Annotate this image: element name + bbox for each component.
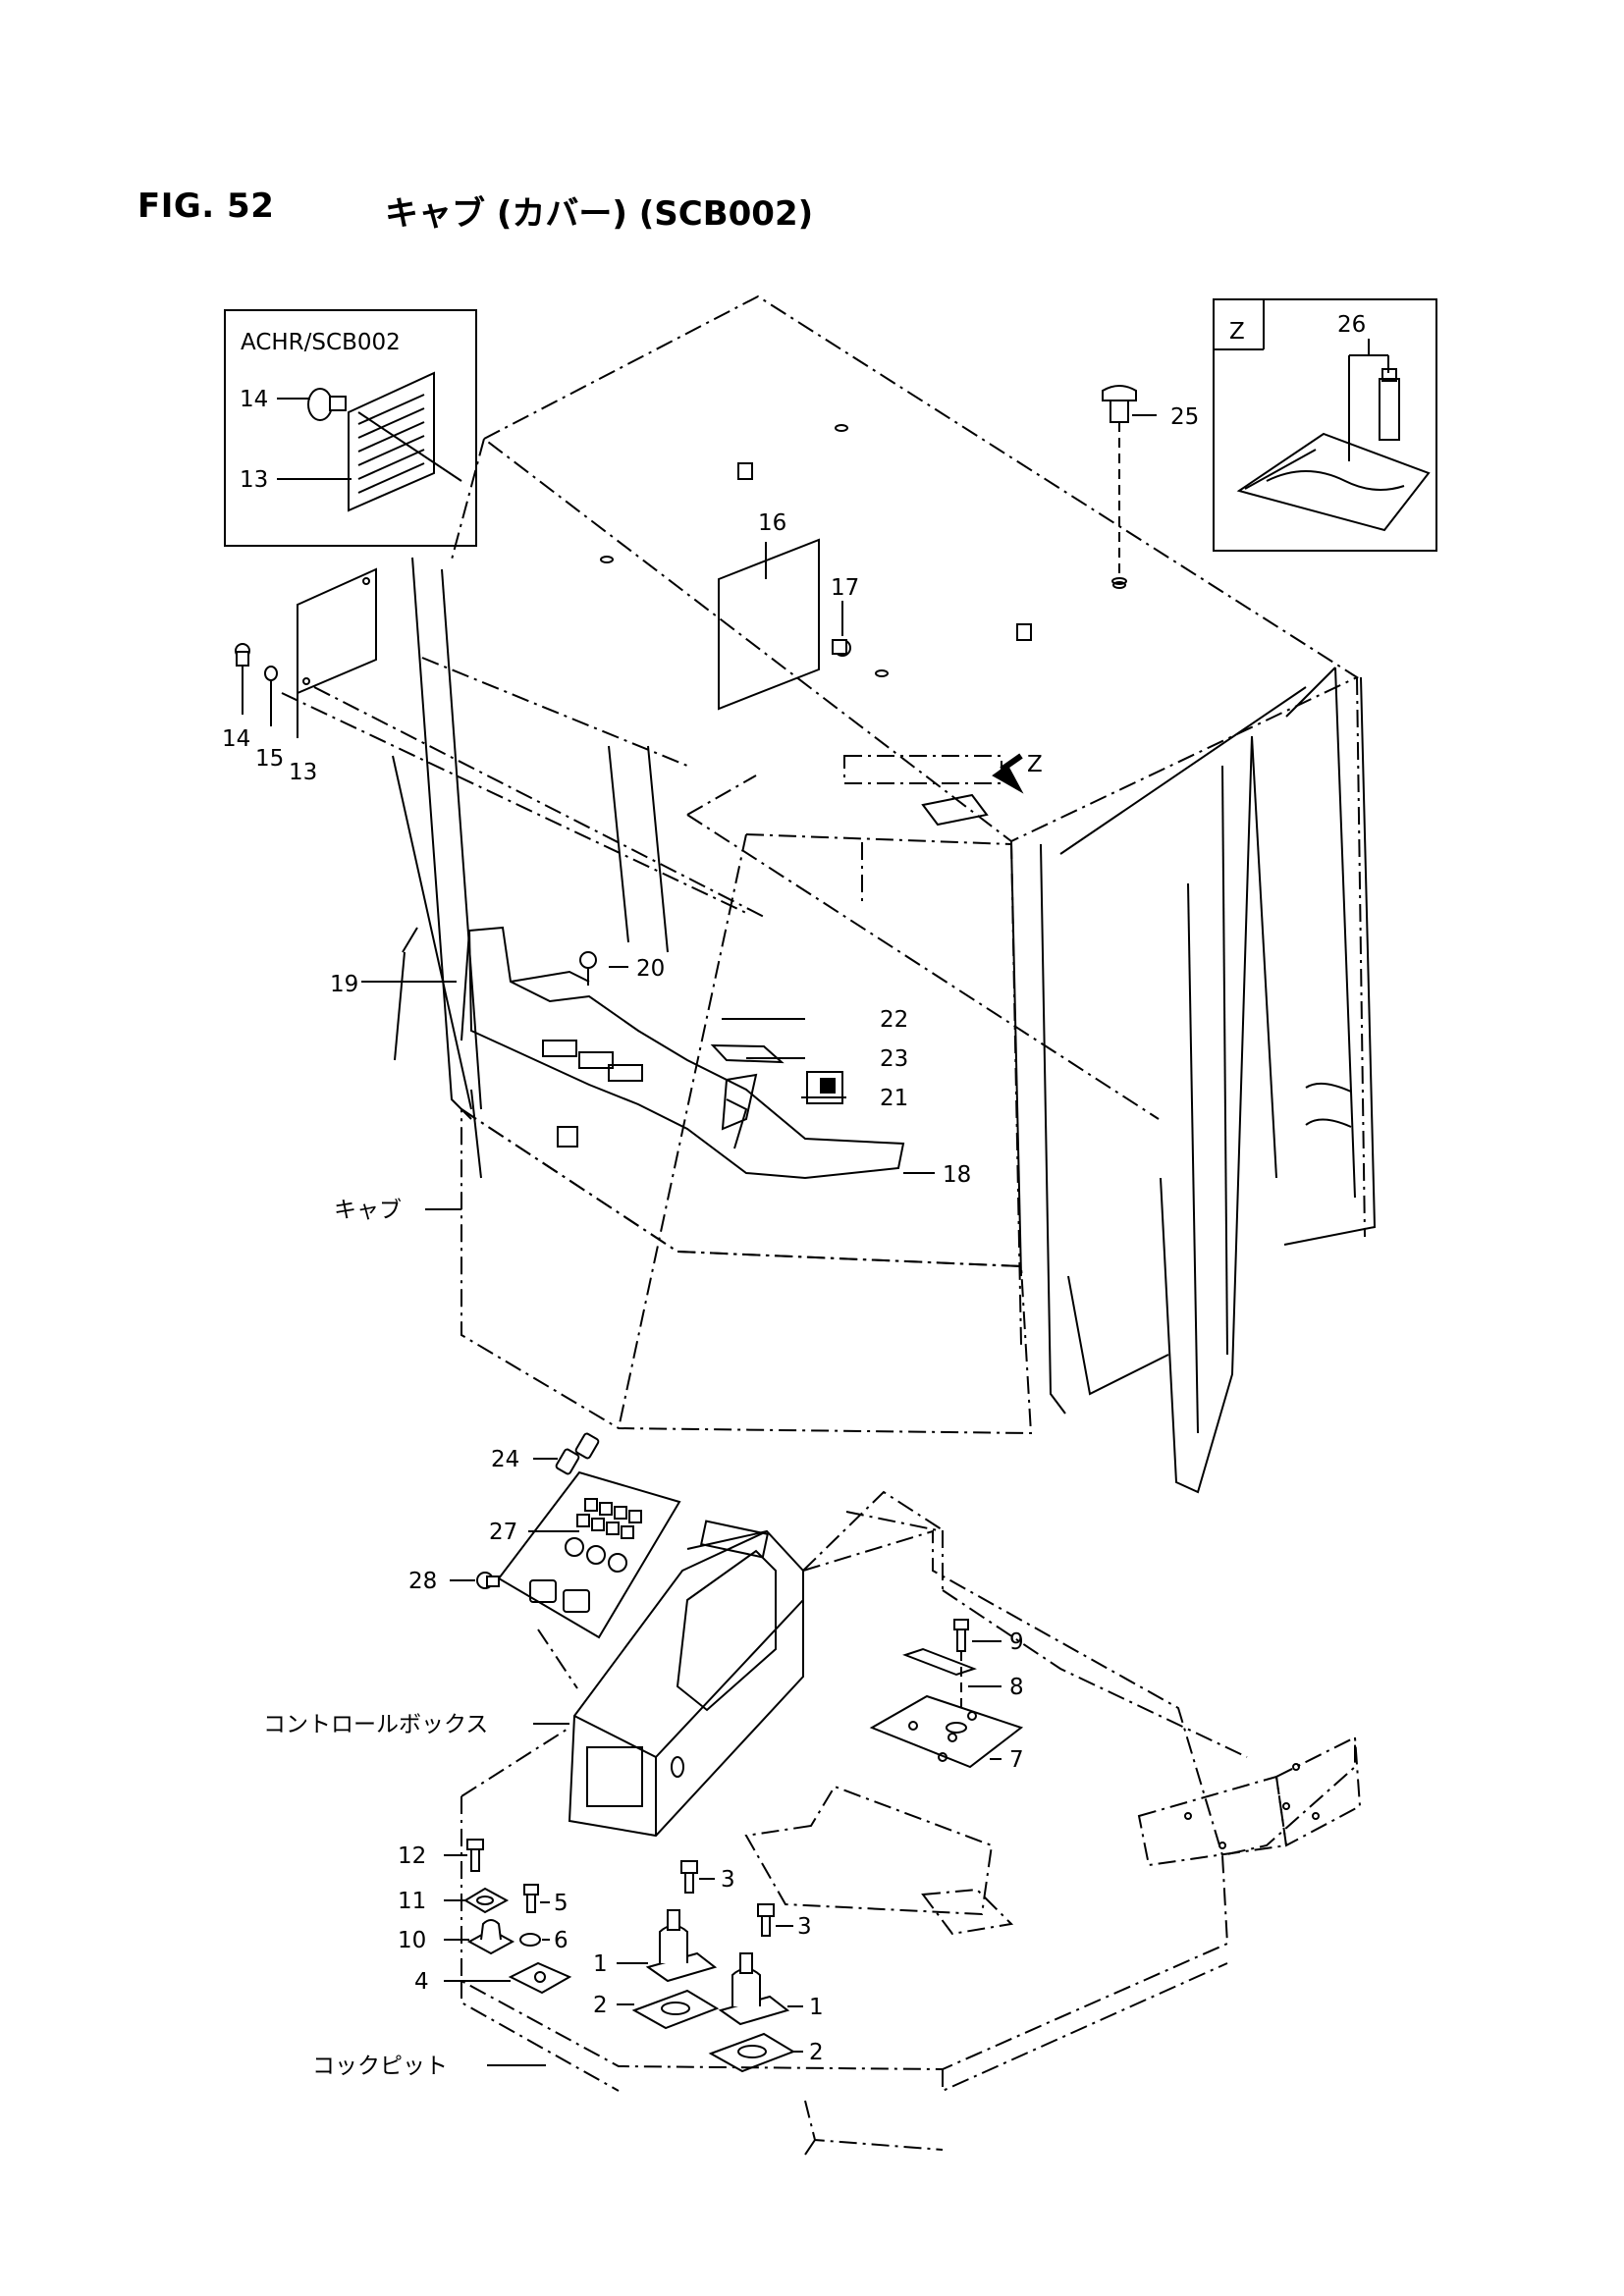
callout-13: 13 (289, 760, 317, 785)
cockpit-holes (1184, 1763, 1320, 1849)
callout-13-inset: 13 (240, 467, 268, 493)
dashboard-panel (460, 926, 905, 1180)
knob-icon (307, 388, 347, 421)
callout-26: 26 (1337, 312, 1366, 338)
washer-15-icon (264, 666, 278, 681)
joystick-1a-icon (645, 1909, 718, 1983)
callout-4: 4 (414, 1969, 429, 1995)
gasket-2a-icon (631, 1989, 720, 2030)
switch-panel-27 (497, 1470, 681, 1689)
assembly-label-cab: キャブ (334, 1198, 402, 1223)
callout-5: 5 (554, 1891, 568, 1916)
side-cover-plate (297, 567, 377, 695)
bolt-12-icon (466, 1839, 484, 1872)
bolt-14-icon (235, 643, 250, 667)
inset-z-box (1213, 298, 1437, 552)
callout-6: 6 (554, 1928, 568, 1953)
bolt-3b-icon (757, 1903, 775, 1937)
callout-8: 8 (1009, 1675, 1024, 1700)
switch-21-icon (806, 1071, 843, 1104)
pouch-icon (1236, 432, 1431, 532)
gasket-2b-icon (708, 2032, 796, 2073)
callout-24: 24 (491, 1447, 519, 1472)
figure-title: キャブ (カバー) (SCB002) (385, 194, 814, 234)
callout-3a: 3 (721, 1867, 735, 1893)
callout-27: 27 (489, 1520, 517, 1545)
leader-lines (361, 414, 1157, 2066)
callout-11: 11 (398, 1889, 426, 1914)
callout-14-inset: 14 (240, 387, 268, 412)
cab-frame (392, 557, 1377, 1494)
callout-25: 25 (1170, 404, 1199, 430)
inset-z-label: Z (1229, 319, 1245, 345)
callout-21: 21 (880, 1086, 908, 1111)
view-z-arrow-icon (992, 753, 1024, 794)
assembly-label-control-box: コントロールボックス (263, 1712, 488, 1737)
callout-2a: 2 (593, 1993, 608, 2018)
callout-23: 23 (880, 1046, 908, 1072)
joystick-1b-icon (718, 1952, 790, 2026)
flashlight-icon (1379, 368, 1400, 441)
roof-cover-plate (718, 538, 820, 711)
switch-23-icon (721, 1073, 758, 1131)
bolt-9-icon (953, 1619, 969, 1708)
screw-17-icon (832, 639, 851, 657)
cockpit-floor (460, 1490, 1362, 2156)
cab-lower-shell (313, 657, 1160, 1435)
callout-2b: 2 (809, 2040, 824, 2065)
callout-17: 17 (831, 575, 859, 601)
plate-11-icon (463, 1887, 510, 1914)
callout-3b: 3 (797, 1914, 812, 1940)
cab-roof (451, 294, 1366, 1346)
washer-6-icon (519, 1933, 541, 1947)
callout-18: 18 (943, 1162, 971, 1188)
shim-8-icon (902, 1647, 977, 1677)
mount-plate-7 (869, 1694, 1024, 1769)
view-z-label: Z (1027, 752, 1043, 777)
cab-light-icon (843, 755, 1002, 827)
callout-7: 7 (1009, 1747, 1024, 1773)
switch-22-icon (710, 1043, 785, 1064)
toggle-24-icon (555, 1432, 600, 1475)
control-box (568, 1520, 804, 1838)
callout-9: 9 (1009, 1629, 1024, 1655)
roof-details (600, 424, 1126, 677)
callout-1b: 1 (809, 1995, 824, 2020)
bolt-3a-icon (680, 1860, 698, 1894)
screw-20-icon (579, 951, 597, 986)
callout-16: 16 (758, 510, 786, 536)
inset-achr-label: ACHR/SCB002 (241, 330, 401, 355)
vent-grille-icon (348, 371, 462, 512)
callout-20: 20 (636, 956, 665, 982)
assembly-label-cockpit: コックピット (312, 2054, 448, 2079)
callout-15: 15 (255, 746, 284, 772)
callout-19: 19 (330, 972, 358, 997)
pin-25-icon (1102, 385, 1137, 585)
callout-12: 12 (398, 1843, 426, 1869)
inset-achr-box (224, 309, 477, 547)
callout-1a: 1 (593, 1951, 608, 1977)
boot-10-icon (466, 1919, 515, 1955)
callout-14: 14 (222, 726, 250, 752)
screw-28-icon (476, 1572, 500, 1589)
plate-4-icon (508, 1961, 572, 1995)
callout-28: 28 (408, 1569, 437, 1594)
callout-10: 10 (398, 1928, 426, 1953)
figure-number: FIG. 52 (137, 187, 275, 226)
bolt-5-icon (523, 1884, 539, 1913)
callout-22: 22 (880, 1007, 908, 1033)
